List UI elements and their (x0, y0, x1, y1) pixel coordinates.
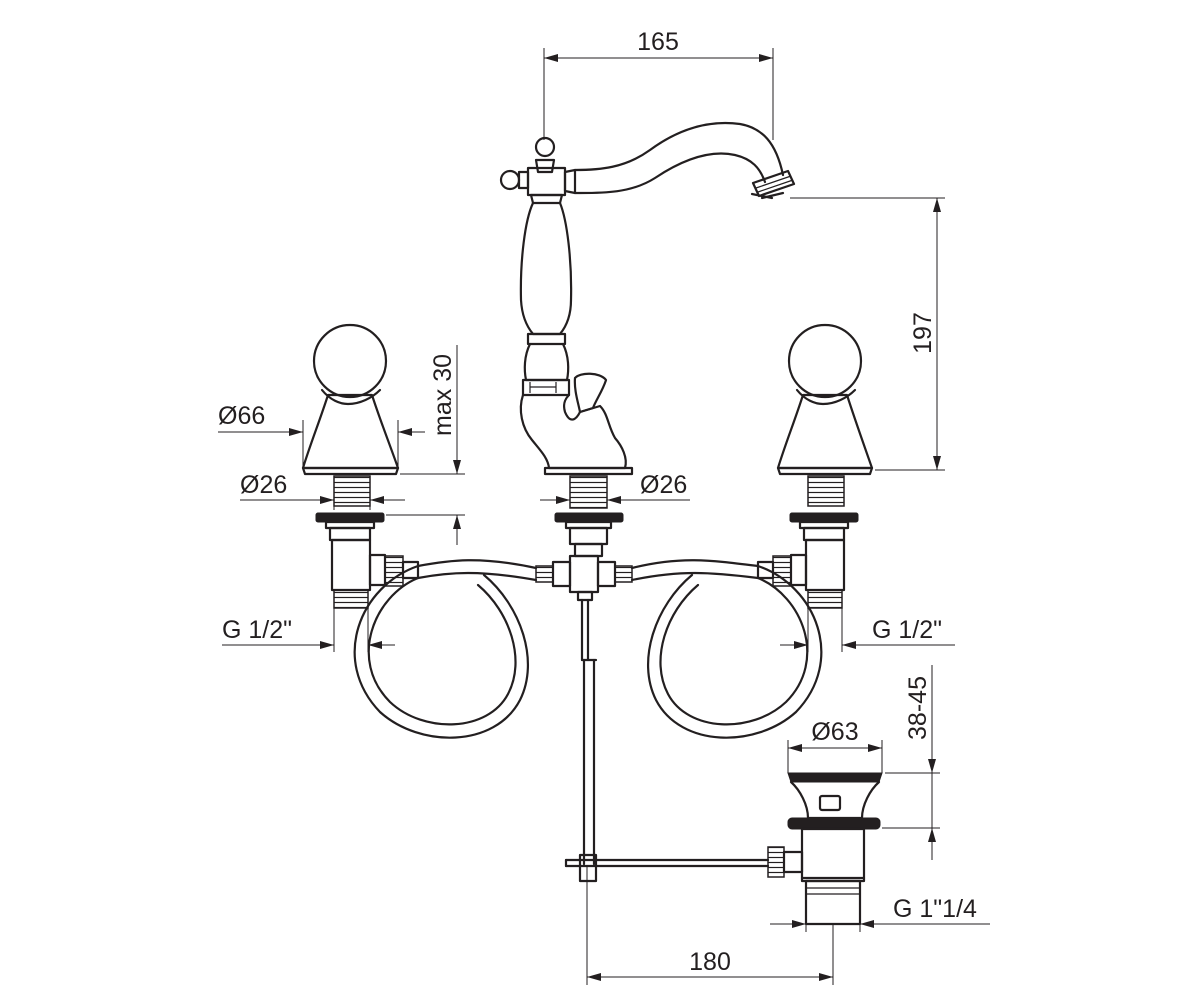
left-handle (301, 323, 420, 609)
dim-inlet-thread-left: G 1/2" (222, 616, 292, 644)
dim-max-deck: max 30 (429, 354, 457, 436)
dim-handle-base-diameter: Ø66 (218, 402, 265, 430)
dim-center-distance: 180 (689, 948, 731, 976)
popup-rod (564, 846, 804, 883)
dim-drain-diameter: Ø63 (811, 718, 858, 746)
right-hose (630, 559, 823, 739)
center-tee (535, 554, 633, 866)
dim-drain-thread: G 1"1/4 (893, 895, 977, 923)
dim-spout-reach: 165 (637, 28, 679, 56)
dimension-lines (218, 48, 990, 985)
dim-shank-diameter-center: Ø26 (640, 471, 687, 499)
dim-drain-range: 38-45 (904, 676, 932, 740)
dim-spout-height: 197 (909, 312, 937, 354)
left-hose (353, 559, 538, 739)
drain-assembly (787, 772, 883, 926)
dim-shank-diameter-left: Ø26 (240, 471, 287, 499)
spout-body (499, 121, 796, 476)
center-shank (554, 475, 624, 558)
dim-inlet-thread-right: G 1/2" (872, 616, 942, 644)
right-handle (756, 323, 874, 609)
